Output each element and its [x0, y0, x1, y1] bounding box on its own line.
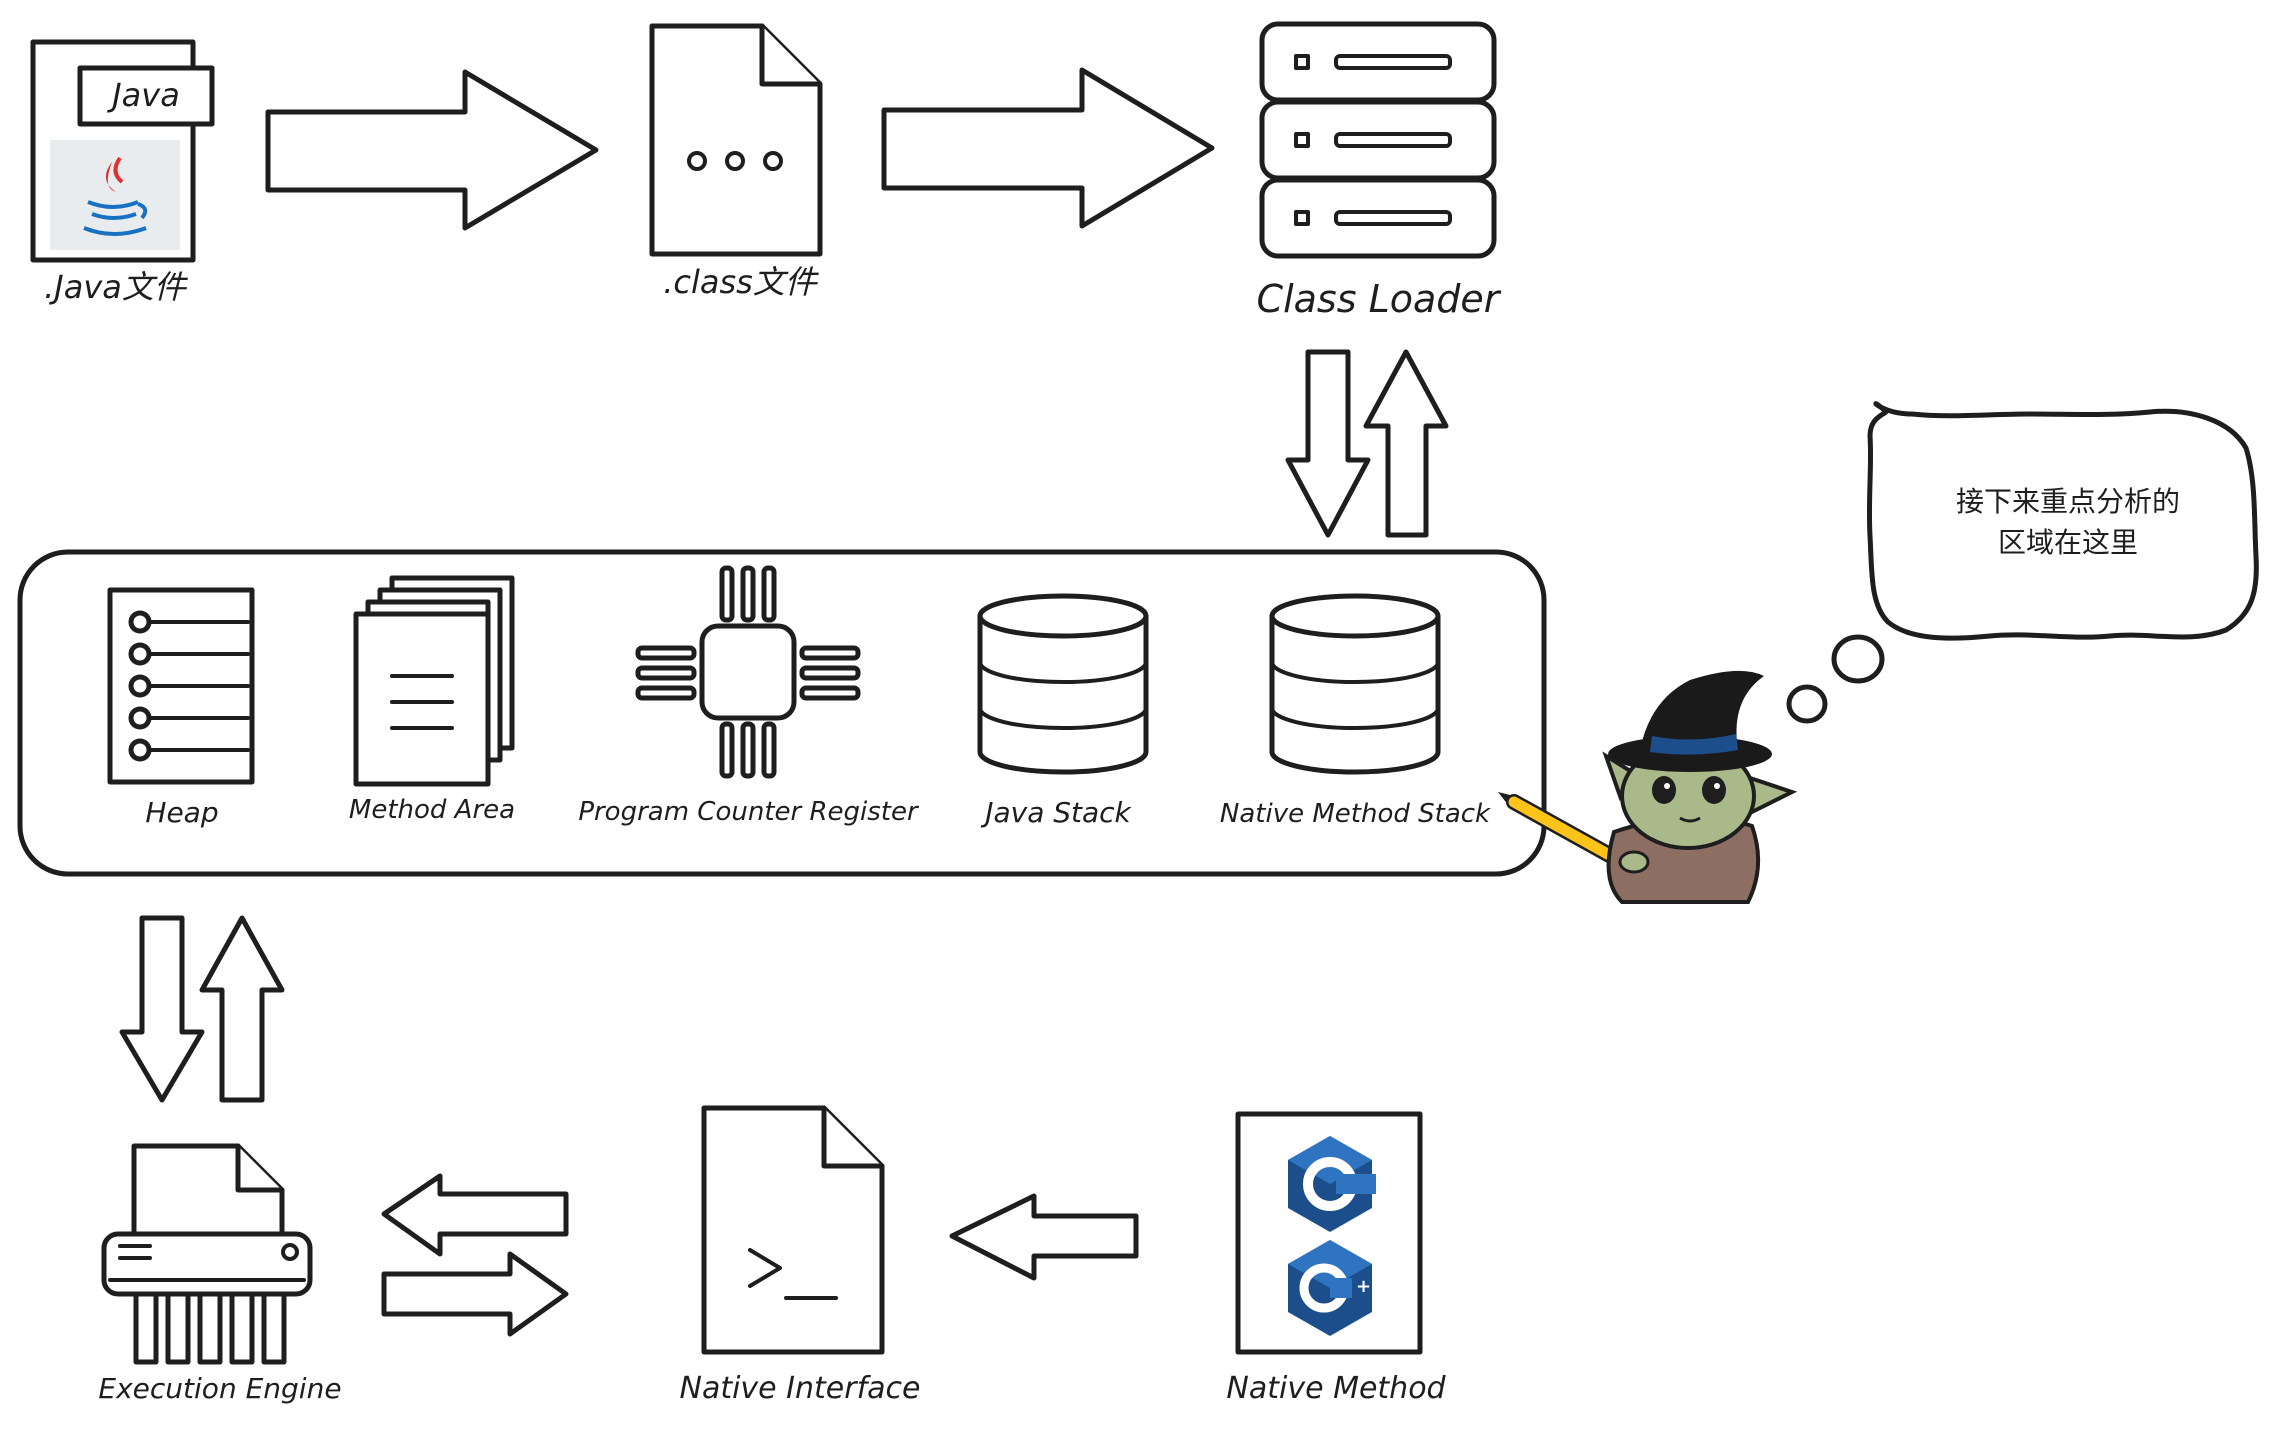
- bubble-text-line1: 接下来重点分析的: [1956, 485, 2180, 518]
- native-method-label: Native Method: [1226, 1371, 1446, 1406]
- native-interface-label: Native Interface: [680, 1371, 921, 1406]
- native-stack-label: Native Method Stack: [1220, 799, 1491, 829]
- class-file-label: .class文件: [663, 263, 820, 301]
- java-file-label: .Java文件: [44, 268, 189, 306]
- arrow-engine-up: [199, 915, 285, 1103]
- execution-engine-label: Execution Engine: [98, 1372, 341, 1405]
- cpp-plus-label: ++: [1356, 1276, 1386, 1297]
- dot-icon: [763, 151, 783, 171]
- pc-register-label: Program Counter Register: [578, 797, 920, 827]
- arrow-loader-down: [1285, 349, 1371, 538]
- java-cup-icon: [83, 156, 148, 236]
- class-loader-label: Class Loader: [1257, 277, 1502, 321]
- class-file-icon: [649, 23, 823, 257]
- server-stack-icon: [1259, 21, 1497, 259]
- arrow-interface-to-engine: [381, 1173, 569, 1257]
- heap-label: Heap: [145, 796, 218, 829]
- method-area-label: Method Area: [349, 795, 515, 825]
- java-file-icon: Java: [30, 39, 215, 263]
- thought-bubble: 接下来重点分析的 区域在这里: [1786, 401, 2259, 724]
- heap-icon: [107, 587, 255, 785]
- arrow-runtime-down: [119, 915, 205, 1103]
- dot-icon: [725, 151, 745, 171]
- mascot-illustration: [1498, 670, 1798, 904]
- cpp-logo-icon: ++: [1288, 1240, 1386, 1336]
- java-stack-icon: [977, 593, 1149, 775]
- java-stack-label: Java Stack: [980, 796, 1132, 829]
- arrow-engine-to-interface: [381, 1251, 569, 1337]
- chip-icon: [635, 565, 861, 779]
- terminal-file-icon: [701, 1105, 885, 1355]
- method-area-icon: [353, 575, 515, 787]
- wizard-hat-icon: [1608, 670, 1772, 772]
- java-badge-label: Java: [106, 76, 180, 114]
- native-stack-icon: [1269, 593, 1441, 775]
- arrow-runtime-up: [1363, 349, 1449, 538]
- arrow-java-to-class: [265, 69, 599, 231]
- bubble-text-line2: 区域在这里: [1998, 526, 2138, 559]
- c-logo-icon: [1288, 1136, 1376, 1232]
- arrow-class-to-loader: [881, 67, 1215, 229]
- dot-icon: [687, 151, 707, 171]
- arrow-native-to-interface: [949, 1193, 1139, 1281]
- native-method-card: ++: [1235, 1111, 1423, 1355]
- shredder-icon: [101, 1143, 313, 1365]
